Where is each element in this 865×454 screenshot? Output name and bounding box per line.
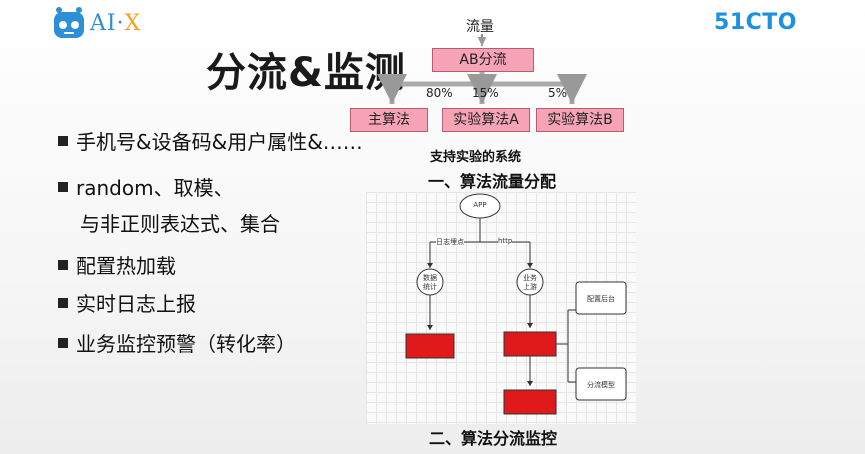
- pct-main: 80%: [426, 86, 453, 100]
- bullet-square-icon: [58, 297, 68, 308]
- pct-b: 5%: [548, 86, 568, 100]
- ab-split-diagram: 流量 AB分流 80% 15% 5% 主算法 实验算法A 实验算法B: [330, 12, 640, 167]
- flow-model-node: 分流模型: [587, 381, 615, 389]
- caption-split-monitoring: 二、算法分流监控: [429, 429, 558, 448]
- logo-text: AI·X: [90, 10, 142, 36]
- flow-edge-http-label: http: [498, 237, 513, 245]
- bullet-item: 手机号&设备码&用户属性&……: [58, 126, 363, 155]
- bullet-item: 业务监控预警（转化率）: [58, 328, 296, 357]
- bullet-item: 配置热加载: [58, 250, 176, 279]
- flow-edge-log-label: 日志埋点: [436, 237, 464, 247]
- slide-title: 分流&监测: [206, 50, 406, 96]
- brand-logo: 51CTO: [714, 10, 797, 35]
- bullet-square-icon: [58, 181, 68, 192]
- caption-traffic-allocation: 一、算法流量分配: [428, 172, 557, 191]
- flow-config-node: 配置后台: [587, 295, 615, 303]
- flow-business-node: 业务上游: [523, 274, 537, 291]
- bullet-item: random、取模、: [58, 172, 234, 201]
- bullet-item-continuation: 与非正则表达式、集合: [80, 212, 280, 236]
- bullet-square-icon: [58, 135, 68, 146]
- bullet-item: 实时日志上报: [58, 288, 196, 317]
- bullet-square-icon: [58, 259, 68, 270]
- traffic-label: 流量: [466, 19, 494, 35]
- pct-a: 15%: [472, 86, 499, 100]
- robot-icon: [54, 7, 84, 38]
- flow-connectors: [405, 193, 627, 415]
- ab-diagram-caption: 支持实验的系统: [430, 150, 522, 165]
- experiment-b-node: 实验算法B: [536, 108, 624, 132]
- ab-diagram-connectors: [377, 34, 587, 104]
- bullet-square-icon: [58, 337, 68, 348]
- ab-split-node: AB分流: [432, 48, 534, 72]
- logo: AI·X: [52, 6, 141, 40]
- main-algorithm-node: 主算法: [350, 108, 428, 132]
- monitoring-flow-diagram: APP 日志埋点 http 数据统计 业务上游 配置后台 分流模型: [366, 192, 636, 424]
- experiment-a-node: 实验算法A: [442, 108, 530, 132]
- flow-stats-node: 数据统计: [423, 274, 437, 291]
- flow-app-node: APP: [473, 201, 487, 209]
